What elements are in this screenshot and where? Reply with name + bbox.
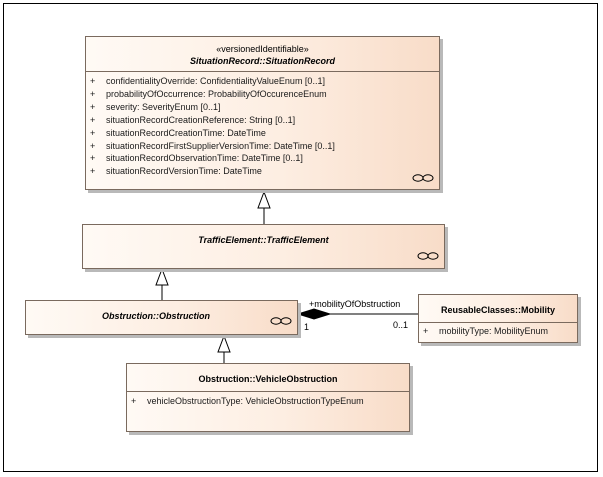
compartment-separator (419, 322, 577, 323)
attribute-row: +mobilityType: MobilityEnum (423, 326, 549, 336)
attribute-list: +vehicleObstructionType: VehicleObstruct… (131, 395, 405, 408)
class-header: «versionedIdentifiable» SituationRecord:… (86, 37, 439, 67)
class-obstruction[interactable]: Obstruction::Obstruction (25, 300, 298, 335)
attribute-row: +situationRecordCreationReference: Strin… (90, 114, 296, 125)
composite-link-icon (270, 317, 292, 325)
source-multiplicity-label: 1 (304, 322, 310, 332)
class-name: ReusableClasses::Mobility (440, 305, 556, 315)
class-situation-record[interactable]: «versionedIdentifiable» SituationRecord:… (85, 36, 440, 190)
class-mobility[interactable]: ReusableClasses::Mobility +mobilityType:… (418, 294, 578, 343)
stereotype-label: «versionedIdentifiable» (216, 44, 309, 54)
class-header: Obstruction::VehicleObstruction (127, 364, 409, 385)
attribute-row: +situationRecordVersionTime: DateTime (90, 166, 262, 177)
attribute-row: +confidentialityOverride: Confidentialit… (90, 76, 325, 86)
generalization-arrow-vehicle (217, 334, 231, 353)
class-name: SituationRecord::SituationRecord (189, 56, 335, 66)
attribute-row: +situationRecordCreationTime: DateTime (90, 127, 266, 138)
association-role-label: +mobilityOfObstruction (309, 299, 401, 309)
attribute-row: +situationRecordObservationTime: DateTim… (90, 153, 303, 164)
class-header: TrafficElement::TrafficElement (83, 225, 444, 246)
generalization-arrow-obstruction (155, 267, 169, 286)
generalization-arrow-traffic (257, 190, 271, 209)
target-multiplicity-label: 0..1 (393, 320, 409, 330)
attribute-row: +probabilityOfOccurrence: ProbabilityOfO… (90, 88, 327, 99)
composition-diamond (296, 308, 332, 320)
class-name: TrafficElement::TrafficElement (198, 235, 329, 245)
attribute-row: +situationRecordFirstSupplierVersionTime… (90, 140, 335, 151)
attribute-row: +vehicleObstructionType: VehicleObstruct… (131, 396, 364, 406)
class-header: Obstruction::Obstruction (26, 301, 297, 322)
class-traffic-element[interactable]: TrafficElement::TrafficElement (82, 224, 445, 269)
composite-link-icon (417, 252, 439, 260)
compartment-separator (86, 71, 439, 72)
compartment-separator (127, 391, 409, 392)
class-header: ReusableClasses::Mobility (419, 295, 577, 316)
attribute-list: +confidentialityOverride: Confidentialit… (90, 75, 435, 178)
attribute-row: +severity: SeverityEnum [0..1] (90, 101, 221, 112)
class-name: Obstruction::Obstruction (102, 311, 210, 321)
attribute-list: +mobilityType: MobilityEnum (423, 325, 573, 338)
composite-link-icon (412, 174, 434, 182)
class-name: Obstruction::VehicleObstruction (198, 374, 338, 384)
class-vehicle-obstruction[interactable]: Obstruction::VehicleObstruction +vehicle… (126, 363, 410, 432)
